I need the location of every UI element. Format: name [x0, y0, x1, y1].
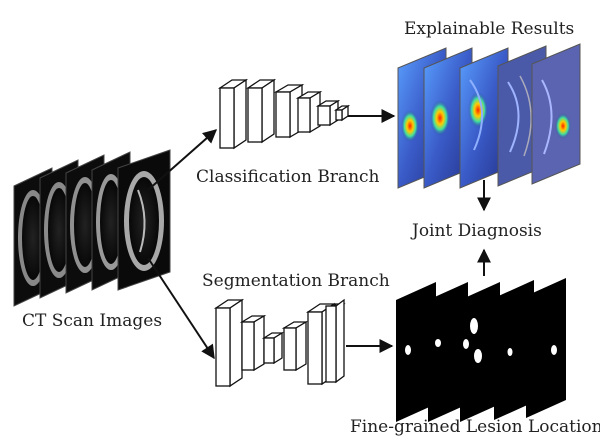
mask-slice	[405, 282, 468, 422]
joint-diagnosis-label: Joint Diagnosis	[410, 221, 542, 241]
seg-block	[325, 298, 346, 384]
conv-block	[315, 99, 341, 127]
conv-block	[333, 104, 351, 122]
lesion-mask-stack	[396, 278, 566, 422]
seg-block	[213, 298, 245, 388]
conv-block	[217, 78, 249, 150]
heatmap-slice	[459, 47, 509, 189]
mask-slice	[460, 282, 500, 422]
segmentation-branch-label: Segmentation Branch	[202, 271, 390, 291]
explainable-heatmap-stack	[397, 43, 581, 189]
conv-block	[295, 90, 323, 134]
seg-block	[261, 331, 285, 365]
segmentation-network	[213, 298, 346, 388]
arrow-to-segmentation	[147, 257, 215, 360]
arrow-to-classification	[147, 129, 218, 191]
seg-block	[239, 314, 267, 372]
explainable-results-label: Explainable Results	[404, 19, 574, 39]
ct-scan-images-label: CT Scan Images	[22, 311, 162, 331]
ct-slice	[117, 149, 171, 291]
seg-block	[281, 320, 309, 372]
classification-network	[217, 78, 351, 150]
fine-grained-lesion-locations-label: Fine-grained Lesion Locations	[350, 417, 600, 437]
mask-slice	[396, 282, 436, 422]
ct-scan-stack	[13, 149, 171, 307]
heatmap-slice	[531, 43, 581, 185]
mask-slice	[526, 278, 566, 418]
classification-branch-label: Classification Branch	[196, 167, 380, 187]
conv-block	[245, 78, 277, 144]
mask-slice	[494, 280, 534, 420]
